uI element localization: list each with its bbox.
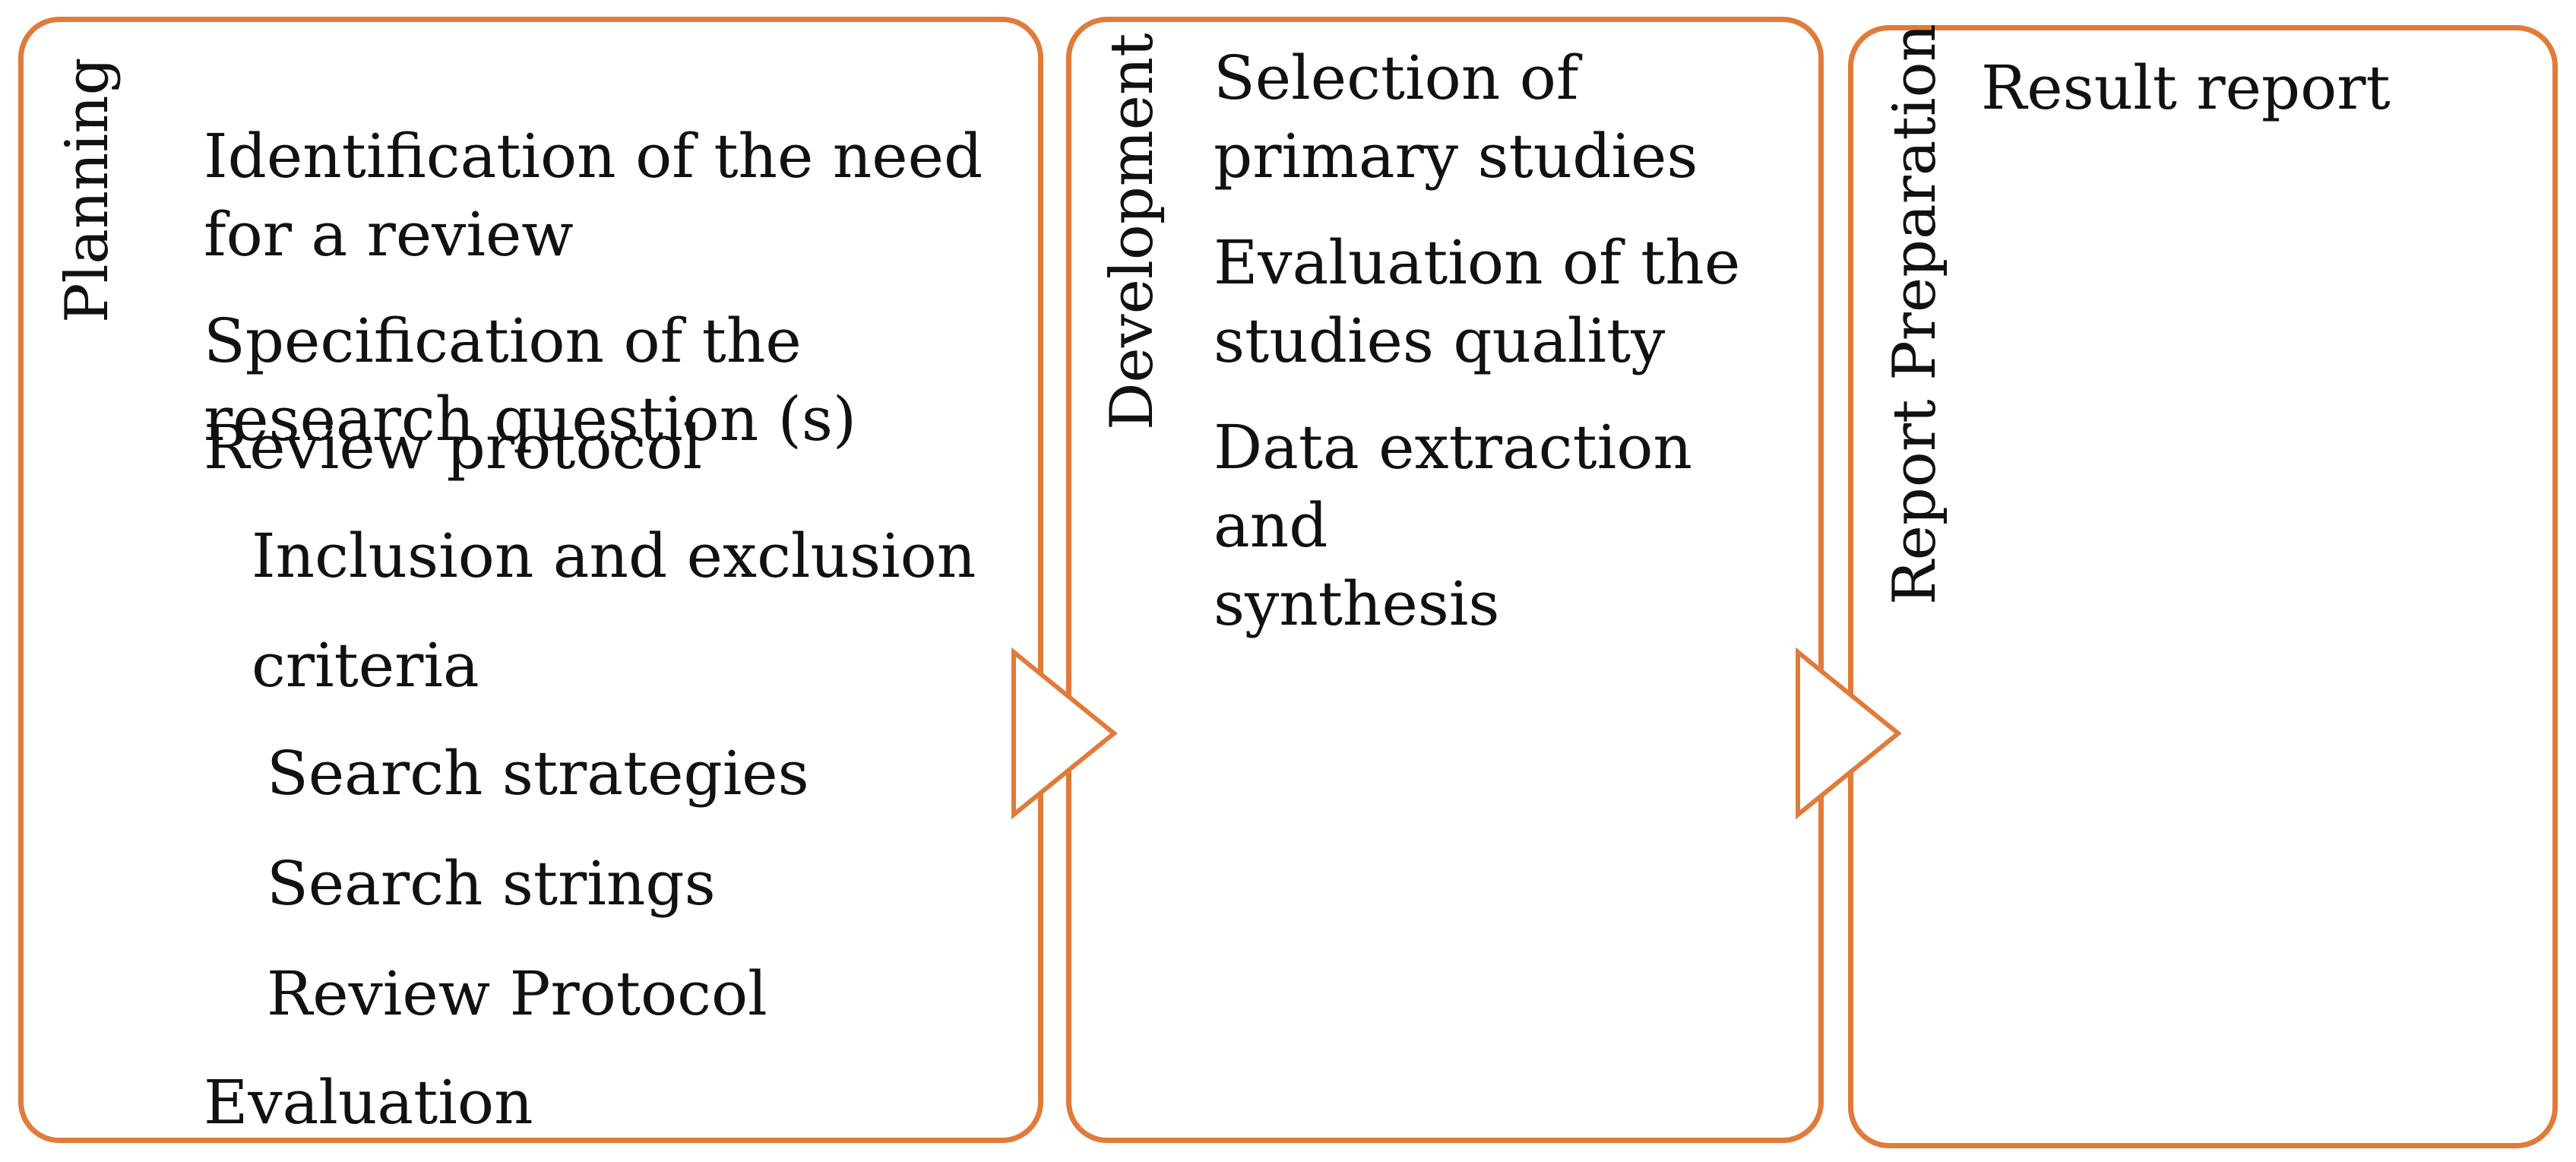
planning-item-research-question: Specification of the research question (…: [204, 223, 856, 458]
planning-item-inclusion-exclusion: Inclusion and exclusion: [252, 521, 976, 591]
development-item-selection: Selection of primary studies: [1214, 43, 1698, 192]
planning-item-criteria: criteria: [252, 630, 479, 701]
planning-item-research-question-line-1: Specification of the research question (…: [204, 306, 857, 454]
report-panel: Report Preparation Result report: [1848, 24, 2558, 1148]
planning-item-review-protocol-final: Review Protocol: [267, 958, 767, 1029]
development-title: Development: [1098, 33, 1166, 430]
planning-item-review-protocol: Review protocol: [204, 412, 703, 483]
report-item-result-report: Result report: [1981, 52, 2391, 123]
planning-title: Planning: [53, 57, 122, 323]
report-title: Report Preparation: [1881, 24, 1949, 605]
planning-item-need-for-review: Identification of the need for a review: [204, 39, 983, 274]
planning-item-search-strategies: Search strategies: [267, 738, 809, 809]
development-item-quality: Evaluation of the studies quality: [1214, 227, 1741, 376]
planning-item-search-strings: Search strings: [267, 848, 716, 919]
development-panel: Development Selection of primary studies…: [1066, 17, 1824, 1143]
development-item-extraction: Data extraction and synthesis: [1214, 412, 1692, 639]
chevron-right-icon: [1011, 647, 1118, 820]
planning-item-evaluation: Evaluation: [204, 1067, 533, 1138]
chevron-right-icon: [1796, 647, 1902, 820]
planning-panel: Planning Identification of the need for …: [18, 17, 1043, 1143]
planning-item-need-for-review-line-1: Identification of the need for a review: [204, 121, 983, 270]
